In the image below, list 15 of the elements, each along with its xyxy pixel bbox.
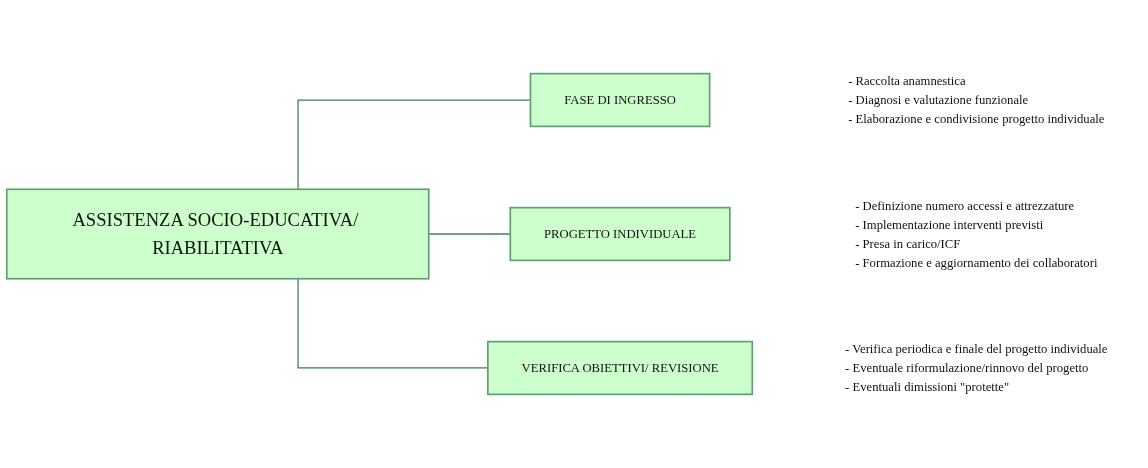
node-label: - Eventuale riformulazione/rinnovo del progetto: [845, 361, 1089, 375]
node-label: - Presa in carico/ICF: [855, 236, 961, 251]
node-label: - Raccolta anamnestica: [848, 74, 966, 88]
node-box: ASSISTENZA SOCIO-EDUCATIVA/ RIABILITATIVA: [5, 188, 430, 280]
node-label: - Elaborazione e condivisione progetto individuale: [848, 112, 1105, 126]
connector: [428, 233, 511, 235]
node-label: - Implementazione interventi previsti: [855, 217, 1044, 232]
node-label: - Diagnosi e valutazione funzionale: [848, 93, 1029, 107]
node-box: FASE DI INGRESSO: [529, 72, 711, 128]
node-label: - Eventuali dimissioni "protette": [845, 380, 1010, 394]
node-label: - Formazione e aggiornamento dei collaboratori: [855, 255, 1098, 270]
node-label: - Definizione numero accessi e attrezzature: [855, 198, 1075, 213]
node-box: PROGETTO INDIVIDUALE: [509, 206, 731, 262]
node-label: - Verifica periodica e finale del progetto individuale: [845, 342, 1108, 356]
node-box: VERIFICA OBIETTIVI/ REVISIONE: [487, 340, 754, 396]
